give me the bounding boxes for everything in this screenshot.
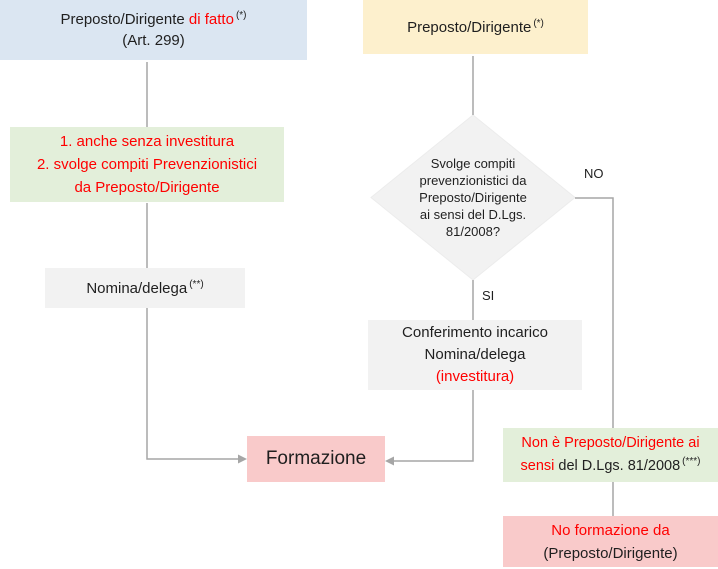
- arrowhead-into-formazione-left: [238, 454, 247, 464]
- formazione-label: Formazione: [265, 448, 367, 469]
- decision-line-5: 81/2008?: [445, 224, 501, 239]
- decision-line-2: prevenzionistici da: [419, 173, 527, 188]
- decision-line-3: Preposto/Dirigente: [419, 190, 527, 205]
- connector-nomina-to-formazione: [146, 308, 238, 460]
- footnote-mark: (***): [682, 456, 701, 468]
- conferimento-line-1: Conferimento incarico: [402, 324, 548, 341]
- preposto-box: Preposto/Dirigente(*): [363, 0, 588, 54]
- nomina-delega-box: Nomina/delega(**): [45, 268, 245, 308]
- preposto-di-fatto-subtitle: (Art. 299): [122, 32, 185, 49]
- decision-text: Svolge compiti prevenzionistici da Prepo…: [383, 115, 563, 280]
- conferimento-line-2: Nomina/delega: [424, 346, 526, 363]
- criteria-box: 1. anche senza investitura 2. svolge com…: [10, 127, 284, 202]
- preposto-di-fatto-title: Preposto/Dirigente di fatto(*): [61, 9, 247, 30]
- non-preposto-black-part: del D.Lgs. 81/2008: [554, 458, 681, 474]
- no-formazione-box: No formazione da (Preposto/Dirigente): [503, 516, 718, 567]
- conferimento-box: Conferimento incarico Nomina/delega (inv…: [368, 320, 582, 390]
- connector-conferimento-to-formazione: [394, 390, 474, 462]
- connector-diamond-no: [575, 197, 614, 428]
- preposto-di-fatto-highlight: di fatto: [188, 11, 234, 28]
- arrowhead-into-formazione-right: [385, 456, 394, 466]
- criteria-line-2: 2. svolge compiti Prevenzionistici: [36, 156, 258, 173]
- no-formazione-line-2: (Preposto/Dirigente): [543, 544, 678, 562]
- preposto-di-fatto-box: Preposto/Dirigente di fatto(*) (Art. 299…: [0, 0, 307, 60]
- footnote-mark: (*): [235, 10, 247, 21]
- preposto-label: Preposto/Dirigente: [407, 18, 532, 36]
- decision-line-4: ai sensi del D.Lgs.: [419, 207, 527, 222]
- decision-line-1: Svolge compiti: [430, 156, 516, 171]
- edge-label-no: NO: [584, 166, 604, 181]
- formazione-box: Formazione: [247, 436, 385, 482]
- nomina-delega-title: Nomina/delega(**): [86, 278, 203, 299]
- conferimento-line-3: (investitura): [435, 368, 515, 385]
- criteria-line-1: 1. anche senza investitura: [59, 133, 235, 150]
- preposto-di-fatto-prefix: Preposto/Dirigente: [60, 11, 189, 28]
- footnote-mark: (**): [189, 278, 204, 290]
- nomina-delega-label: Nomina/delega: [86, 279, 188, 297]
- non-preposto-red-part: Non è Preposto/Dirigente ai sensi: [520, 435, 700, 474]
- non-preposto-box: Non è Preposto/Dirigente ai sensi del D.…: [503, 428, 718, 482]
- criteria-line-3: da Preposto/Dirigente: [74, 179, 220, 196]
- no-formazione-line-1: No formazione da: [551, 521, 670, 539]
- edge-label-si: SI: [482, 288, 495, 303]
- footnote-mark: (*): [533, 17, 544, 29]
- non-preposto-text: Non è Preposto/Dirigente ai sensi del D.…: [507, 432, 714, 478]
- preposto-title: Preposto/Dirigente(*): [407, 17, 544, 38]
